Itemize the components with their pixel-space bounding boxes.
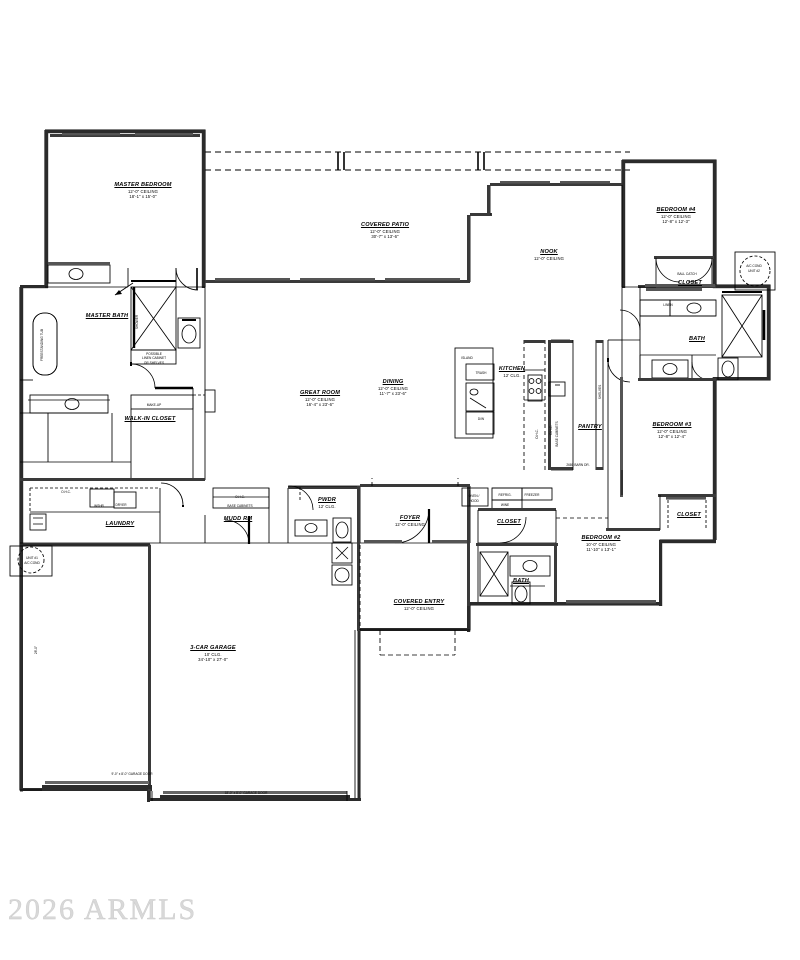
wall-poche	[20, 130, 770, 802]
watermark: 2026 ARMLS	[8, 893, 198, 926]
